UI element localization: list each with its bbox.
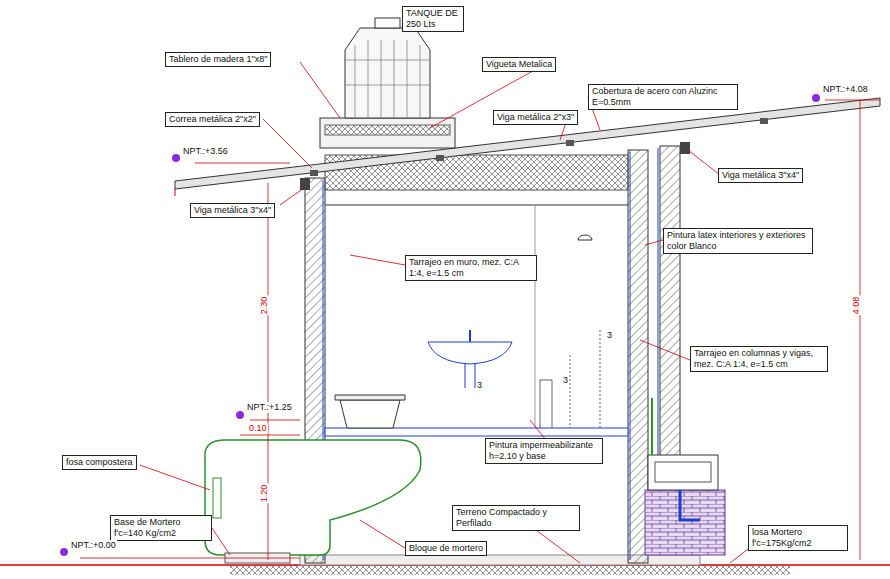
callout-text: losa Mortero f'c=175Kg/cm2	[752, 527, 844, 549]
callout-box: Tarrajeo en columnas y vigas, mez. C:A 1…	[690, 346, 828, 372]
callout-text: Correa metálica 2"x2"	[169, 114, 256, 125]
level-marker: NPT.:+1.25	[246, 402, 293, 413]
callout-text: Viga metálica 3"x4"	[194, 205, 271, 216]
callout-text: Pintura latex interiores y exteriores co…	[667, 230, 809, 252]
callout-box: Pintura latex interiores y exteriores co…	[663, 228, 813, 254]
callout-number: 3	[606, 330, 613, 341]
dimension-text: 4.08	[851, 296, 862, 316]
callout-box: Pintura impermeabilizante h=2.10 y base	[485, 438, 603, 464]
callout-text: fosa compostera	[66, 457, 133, 468]
callout-text: Vigueta Metalica	[486, 59, 552, 70]
callout-text: Tarrajeo en columnas y vigas, mez. C:A 1…	[694, 348, 824, 370]
callout-text: Viga metálica 3"x4"	[722, 170, 799, 181]
callout-box: Viga metálica 2"x3"	[493, 110, 578, 125]
callout-box: Tarrajeo en muro, mez. C:A 1:4, e=1.5 cm	[405, 255, 537, 281]
dimension-text: 1.20	[259, 484, 270, 504]
callout-text: Bloque de mortero	[409, 543, 483, 554]
callout-text: Base de Mortero f'c=140 Kg/cm2	[114, 517, 208, 539]
callout-box: Cobertura de acero con Aluzinc E=0.5mm	[588, 84, 738, 110]
level-marker: NPT.:+0.00	[70, 540, 117, 551]
callout-text: Terreno Compactado y Perfilado	[456, 507, 576, 529]
callout-box: Correa metálica 2"x2"	[165, 112, 260, 127]
callout-box: Viga metálica 3"x4"	[190, 203, 275, 218]
callout-text: Tarrajeo en muro, mez. C:A 1:4, e=1.5 cm	[409, 257, 533, 279]
callout-box: Vigueta Metalica	[482, 57, 556, 72]
callout-text: Pintura impermeabilizante h=2.10 y base	[489, 440, 599, 462]
callout-box: losa Mortero f'c=175Kg/cm2	[748, 525, 848, 551]
callout-box: Bloque de mortero	[405, 541, 487, 556]
callout-number: 3	[562, 375, 569, 386]
callout-box: Tablero de madera 1"x8"	[165, 52, 271, 67]
callout-box: fosa compostera	[62, 455, 137, 470]
callout-text: TANQUE DE 250 Lts	[406, 8, 460, 30]
dimension-text: 0.10	[248, 423, 268, 434]
callout-box: Terreno Compactado y Perfilado	[452, 505, 580, 531]
callout-box: TANQUE DE 250 Lts	[402, 6, 464, 32]
level-marker: NPT.:+3.56	[182, 146, 229, 157]
callout-number: 3	[476, 380, 483, 391]
callout-box: Base de Mortero f'c=140 Kg/cm2	[110, 515, 212, 541]
level-marker: NPT.:+4.08	[822, 84, 869, 95]
callout-text: Cobertura de acero con Aluzinc E=0.5mm	[592, 86, 734, 108]
dimension-text: 2.30	[259, 296, 270, 316]
callout-text: Viga metálica 2"x3"	[497, 112, 574, 123]
callout-text: Tablero de madera 1"x8"	[169, 54, 267, 65]
callout-box: Viga metálica 3"x4"	[718, 168, 803, 183]
